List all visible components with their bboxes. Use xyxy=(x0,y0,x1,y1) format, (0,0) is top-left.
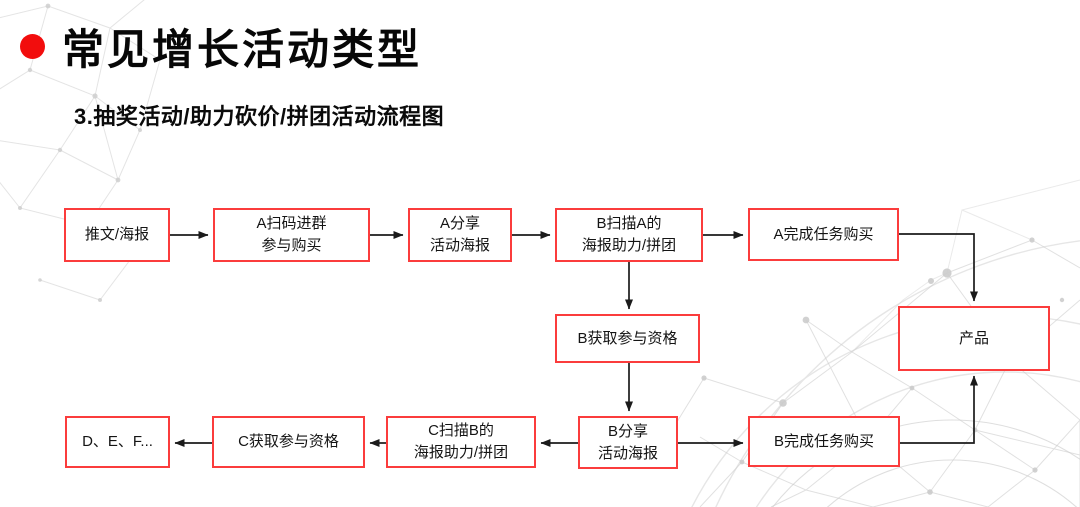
flow-node-a-complete-buy: A完成任务购买 xyxy=(748,208,899,261)
flow-node-b-qualify: B获取参与资格 xyxy=(555,314,700,363)
flow-node-b-complete-buy: B完成任务购买 xyxy=(748,416,900,467)
flow-node-product: 产品 xyxy=(898,306,1050,371)
page-title: 常见增长活动类型 xyxy=(62,26,423,73)
page-subtitle: 3.抽奖活动/助力砍价/拼团活动流程图 xyxy=(74,104,445,129)
bullet-dot-icon xyxy=(20,34,45,59)
flow-node-b-share-poster: B分享 活动海报 xyxy=(578,416,678,469)
flow-node-b-scan-a: B扫描A的 海报助力/拼团 xyxy=(555,208,703,262)
flow-node-def-users: D、E、F... xyxy=(65,416,170,468)
flow-node-a-scan-join: A扫码进群 参与购买 xyxy=(213,208,370,262)
flow-node-c-scan-b: C扫描B的 海报助力/拼团 xyxy=(386,416,536,468)
flow-node-promo-poster: 推文/海报 xyxy=(64,208,170,262)
flow-node-c-qualify: C获取参与资格 xyxy=(212,416,365,468)
flow-node-a-share-poster: A分享 活动海报 xyxy=(408,208,512,262)
